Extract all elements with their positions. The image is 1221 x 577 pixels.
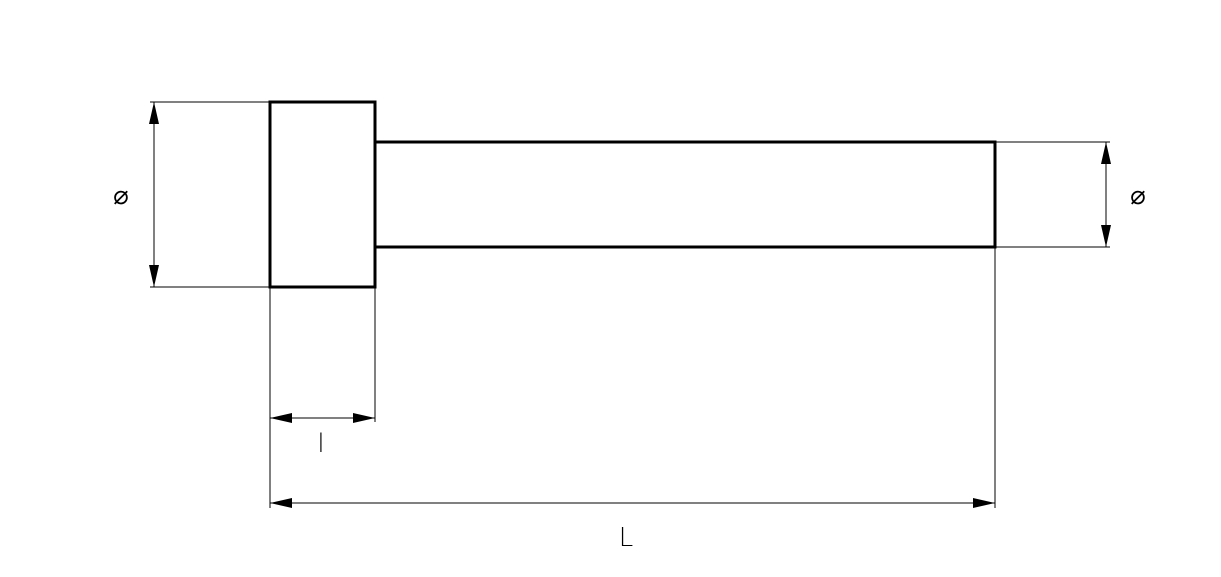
- head-length-dimension: l: [269, 287, 376, 459]
- arrowhead: [149, 102, 159, 124]
- head-diameter-dimension: ⌀: [113, 101, 270, 288]
- pin-shank-outline: [373, 140, 997, 249]
- total-length-dimension: L: [269, 247, 996, 553]
- arrowhead: [270, 498, 292, 508]
- arrowhead: [149, 265, 159, 287]
- head-diameter-label: ⌀: [113, 181, 129, 211]
- shank-diameter-dimension: ⌀: [995, 141, 1146, 248]
- arrowhead: [270, 413, 292, 423]
- pin-head-outline: [268, 100, 377, 289]
- arrowhead: [1101, 225, 1111, 247]
- head-length-label: l: [317, 429, 324, 459]
- arrowhead: [1101, 142, 1111, 164]
- shank-diameter-label: ⌀: [1130, 181, 1146, 211]
- arrowhead: [973, 498, 995, 508]
- total-length-label: L: [619, 523, 634, 553]
- arrowhead: [353, 413, 375, 423]
